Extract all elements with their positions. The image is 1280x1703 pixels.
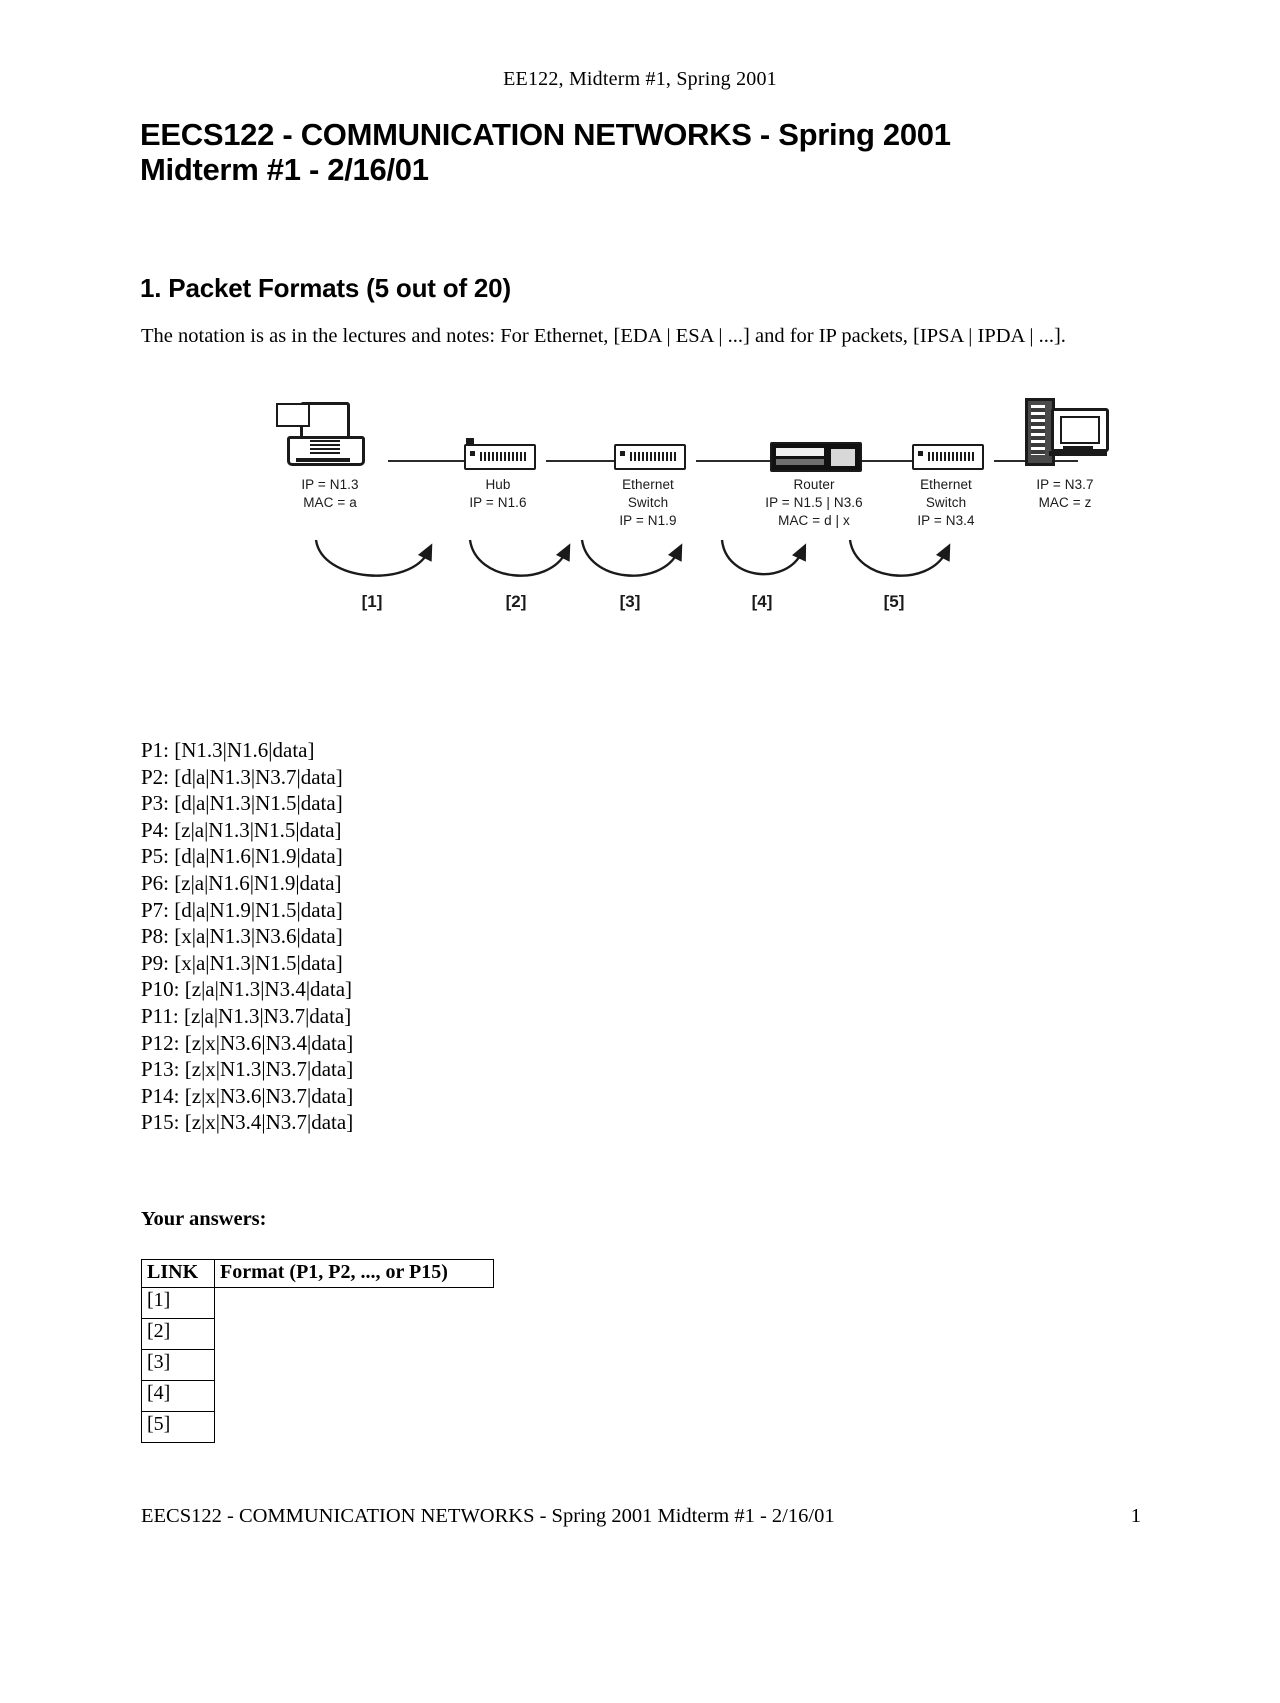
table-row: [3] bbox=[141, 1349, 494, 1381]
answers-label: Your answers: bbox=[141, 1208, 267, 1230]
page-title: EECS122 - COMMUNICATION NETWORKS - Sprin… bbox=[140, 117, 1160, 187]
link-label-4: [4] bbox=[751, 592, 773, 611]
footer-text: EECS122 - COMMUNICATION NETWORKS - Sprin… bbox=[141, 1505, 835, 1527]
packet-format-list: P1: [N1.3|N1.6|data] P2: [d|a|N1.3|N3.7|… bbox=[141, 737, 353, 1136]
packet-item: P2: [d|a|N1.3|N3.7|data] bbox=[141, 764, 343, 789]
title-line-2: Midterm #1 - 2/16/01 bbox=[140, 151, 429, 187]
node-hub: Hub IP = N1.6 bbox=[438, 398, 558, 512]
node-caption: IP = N3.7 MAC = z bbox=[1036, 477, 1094, 510]
table-row: [5] bbox=[141, 1411, 494, 1443]
running-head: EE122, Midterm #1, Spring 2001 bbox=[503, 68, 777, 90]
row-link-label: [4] bbox=[141, 1380, 215, 1412]
node-caption: IP = N1.3 MAC = a bbox=[301, 477, 359, 510]
link-wire-2 bbox=[546, 460, 648, 462]
packet-item: P12: [z|x|N3.6|N3.4|data] bbox=[141, 1030, 354, 1055]
node-host-n13: IP = N1.3 MAC = a bbox=[270, 398, 390, 512]
page-footer: EECS122 - COMMUNICATION NETWORKS - Sprin… bbox=[141, 1505, 1141, 1528]
column-header-link: LINK bbox=[141, 1259, 215, 1288]
node-caption: Ethernet Switch IP = N3.4 bbox=[917, 477, 975, 528]
node-ethernet-switch-n19: Ethernet Switch IP = N1.9 bbox=[588, 398, 708, 529]
link-wire-4 bbox=[842, 460, 946, 462]
node-caption: Ethernet Switch IP = N1.9 bbox=[619, 477, 677, 528]
ethernet-switch-icon bbox=[588, 398, 708, 476]
page-number: 1 bbox=[1130, 1505, 1141, 1527]
node-router: Router IP = N1.5 | N3.6 MAC = d | x bbox=[734, 398, 894, 529]
packet-item: P5: [d|a|N1.6|N1.9|data] bbox=[141, 844, 343, 869]
link-label-1: [1] bbox=[361, 592, 383, 611]
packet-item: P13: [z|x|N1.3|N3.7|data] bbox=[141, 1057, 354, 1082]
title-line-1: EECS122 - COMMUNICATION NETWORKS - Sprin… bbox=[140, 117, 951, 152]
link-arcs-svg bbox=[314, 539, 951, 577]
row-link-label: [5] bbox=[141, 1411, 215, 1443]
link-label-3: [3] bbox=[619, 592, 641, 611]
row-link-label: [3] bbox=[141, 1349, 215, 1381]
answer-input-cell[interactable] bbox=[215, 1381, 494, 1412]
node-host-n37: IP = N3.7 MAC = z bbox=[1005, 398, 1125, 512]
answers-table: LINK Format (P1, P2, ..., or P15) [1] [2… bbox=[141, 1259, 494, 1443]
link-label-5: [5] bbox=[883, 592, 905, 611]
section-intro-text: The notation is as in the lectures and n… bbox=[141, 325, 1066, 347]
packet-item: P6: [z|a|N1.6|N1.9|data] bbox=[141, 870, 342, 895]
packet-item: P1: [N1.3|N1.6|data] bbox=[141, 738, 315, 762]
packet-item: P10: [z|a|N1.3|N3.4|data] bbox=[141, 977, 353, 1002]
row-link-label: [1] bbox=[141, 1287, 215, 1319]
node-caption: Router IP = N1.5 | N3.6 MAC = d | x bbox=[765, 477, 863, 528]
link-wire-3 bbox=[696, 460, 794, 462]
packet-item: P11: [z|a|N1.3|N3.7|data] bbox=[141, 1003, 352, 1028]
packet-item: P14: [z|x|N3.6|N3.7|data] bbox=[141, 1083, 354, 1108]
packet-item: P4: [z|a|N1.3|N1.5|data] bbox=[141, 817, 342, 842]
tower-workstation-icon bbox=[1005, 398, 1125, 476]
answer-input-cell[interactable] bbox=[215, 1319, 494, 1350]
node-ethernet-switch-n34: Ethernet Switch IP = N3.4 bbox=[886, 398, 1006, 529]
packet-item: P7: [d|a|N1.9|N1.5|data] bbox=[141, 897, 343, 922]
section-heading: 1. Packet Formats (5 out of 20) bbox=[140, 273, 511, 303]
answer-input-cell[interactable] bbox=[215, 1412, 494, 1443]
table-row: [2] bbox=[141, 1318, 494, 1350]
column-header-format: Format (P1, P2, ..., or P15) bbox=[214, 1259, 494, 1288]
answer-input-cell[interactable] bbox=[215, 1350, 494, 1381]
link-wire-1 bbox=[388, 460, 498, 462]
desktop-computer-icon bbox=[270, 398, 390, 476]
packet-item: P9: [x|a|N1.3|N1.5|data] bbox=[141, 950, 343, 975]
link-arcs: [1] [2] [3] [4] [5] bbox=[270, 538, 1010, 623]
answer-input-cell[interactable] bbox=[215, 1288, 494, 1319]
table-header-row: LINK Format (P1, P2, ..., or P15) bbox=[141, 1259, 494, 1288]
network-topology-diagram: IP = N1.3 MAC = a Hub IP = N1.6 Ethernet… bbox=[270, 398, 1109, 623]
ethernet-switch-icon bbox=[886, 398, 1006, 476]
hub-icon bbox=[438, 398, 558, 476]
packet-item: P8: [x|a|N1.3|N3.6|data] bbox=[141, 924, 343, 949]
table-row: [4] bbox=[141, 1380, 494, 1412]
table-row: [1] bbox=[141, 1287, 494, 1319]
row-link-label: [2] bbox=[141, 1318, 215, 1350]
node-caption: Hub IP = N1.6 bbox=[469, 477, 527, 510]
link-label-2: [2] bbox=[505, 592, 527, 611]
packet-item: P15: [z|x|N3.4|N3.7|data] bbox=[141, 1110, 354, 1135]
router-icon bbox=[734, 398, 894, 476]
packet-item: P3: [d|a|N1.3|N1.5|data] bbox=[141, 791, 343, 816]
